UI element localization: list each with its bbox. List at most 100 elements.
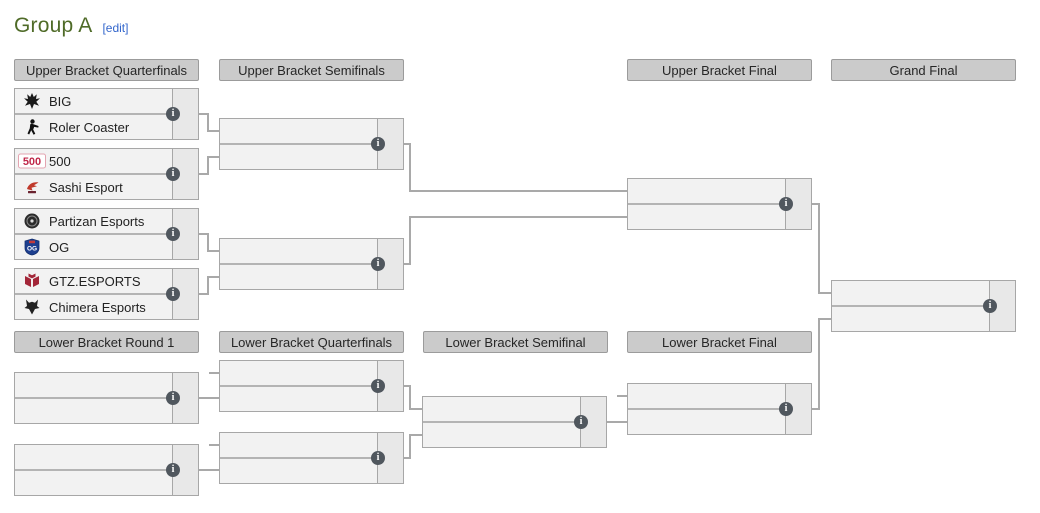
header-lower-bracket-final: Lower Bracket Final <box>627 331 812 353</box>
match-lb-quarterfinal-1: i <box>219 360 404 412</box>
connector-line <box>818 292 831 294</box>
match-info-icon[interactable]: i <box>371 257 385 271</box>
team-slot-partizan-esports[interactable]: Partizan Esports <box>15 209 198 233</box>
match-ub-final: i <box>627 178 812 230</box>
match-info-icon[interactable]: i <box>166 287 180 301</box>
sashi-esport-logo-icon <box>15 177 49 197</box>
header-lower-bracket-quarterfinals: Lower Bracket Quarterfinals <box>219 331 404 353</box>
match-lb-round1-1: i <box>14 372 199 424</box>
match-info-icon[interactable]: i <box>983 299 997 313</box>
divider <box>15 293 198 295</box>
connector-line <box>812 408 820 410</box>
match-ub-semifinal-1: i <box>219 118 404 170</box>
match-info-icon[interactable]: i <box>779 402 793 416</box>
edit-link[interactable]: [edit] <box>102 21 129 35</box>
header-label: Upper Bracket Semifinals <box>238 62 385 78</box>
match-info-icon[interactable]: i <box>574 415 588 429</box>
divider <box>220 143 403 145</box>
connector-line <box>199 173 209 175</box>
divider <box>220 457 403 459</box>
connector-line <box>403 263 411 265</box>
match-ub-semifinal-2: i <box>219 238 404 290</box>
team-name: Sashi Esport <box>49 179 123 195</box>
og-logo-icon: OG <box>15 237 49 257</box>
connector-line <box>207 276 209 295</box>
match-info-icon[interactable]: i <box>371 379 385 393</box>
team-slot-chimera-esports[interactable]: Chimera Esports <box>15 295 198 319</box>
divider <box>15 469 198 471</box>
header-label: Upper Bracket Final <box>662 62 777 78</box>
connector-line <box>403 457 411 459</box>
team-slot-gtz-esports[interactable]: GTZ.ESPORTS <box>15 269 198 293</box>
connector-line <box>207 130 219 132</box>
connector-line <box>199 113 209 115</box>
divider <box>15 397 198 399</box>
match-info-icon[interactable]: i <box>371 137 385 151</box>
connector-line <box>409 216 627 218</box>
svg-text:OG: OG <box>27 246 37 253</box>
match-info-icon[interactable]: i <box>166 167 180 181</box>
connector-line <box>818 203 820 294</box>
team-slot-big[interactable]: BIG <box>15 89 198 113</box>
team-name: 500 <box>49 153 71 169</box>
team-slot-sashi-esport[interactable]: Sashi Esport <box>15 175 198 199</box>
divider <box>15 173 198 175</box>
match-lb-quarterfinal-2: i <box>219 432 404 484</box>
divider <box>15 233 198 235</box>
match-info-icon[interactable]: i <box>166 391 180 405</box>
connector-stub <box>617 395 627 397</box>
connector-line <box>409 434 411 459</box>
header-label: Upper Bracket Quarterfinals <box>25 62 188 78</box>
match-info-icon[interactable]: i <box>779 197 793 211</box>
team-name: BIG <box>49 93 72 109</box>
gtz-esports-logo-icon <box>15 271 49 291</box>
match-grand-final: i <box>831 280 1016 332</box>
match-info-icon[interactable]: i <box>166 107 180 121</box>
connector-line <box>207 233 209 252</box>
team-slot-roler-coaster[interactable]: Roler Coaster <box>15 115 198 139</box>
chimera-esports-logo-icon <box>15 297 49 317</box>
big-logo-icon <box>15 91 49 111</box>
match-info-icon[interactable]: i <box>166 227 180 241</box>
team-name: OG <box>49 239 70 255</box>
header-label: Lower Bracket Round 1 <box>38 334 175 350</box>
match-info-icon[interactable]: i <box>166 463 180 477</box>
connector-line <box>607 421 627 423</box>
connector-line <box>207 156 219 158</box>
match-lb-semifinal: i <box>422 396 607 448</box>
connector-line <box>207 250 219 252</box>
divider <box>628 408 811 410</box>
team-name: Chimera Esports <box>49 299 146 315</box>
team-slot-og[interactable]: OG OG <box>15 235 198 259</box>
match-ub-quarterfinal-4: GTZ.ESPORTS Chimera Esports i <box>14 268 199 320</box>
match-ub-quarterfinal-3: Partizan Esports OG OG i <box>14 208 199 260</box>
page-title: Group A <box>14 14 93 37</box>
connector-line <box>409 190 627 192</box>
connector-line <box>818 318 831 320</box>
connector-line <box>403 143 411 145</box>
svg-text:500: 500 <box>23 156 41 168</box>
match-ub-quarterfinal-2: 500 500 Sashi Esport i <box>14 148 199 200</box>
connector-line <box>199 397 219 399</box>
connector-line <box>199 293 209 295</box>
connector-line <box>409 385 411 410</box>
connector-line <box>409 216 411 265</box>
divider <box>423 421 606 423</box>
500-logo-icon: 500 <box>15 151 49 171</box>
connector-line <box>403 385 411 387</box>
match-ub-quarterfinal-1: BIG Roler Coaster i <box>14 88 199 140</box>
team-slot-500[interactable]: 500 500 <box>15 149 198 173</box>
divider <box>628 203 811 205</box>
match-info-icon[interactable]: i <box>371 451 385 465</box>
header-upper-bracket-semifinals: Upper Bracket Semifinals <box>219 59 404 81</box>
connector-line <box>409 408 423 410</box>
connector-line <box>207 276 219 278</box>
connector-stub <box>209 444 219 446</box>
team-name: Roler Coaster <box>49 119 130 135</box>
header-lower-bracket-round-1: Lower Bracket Round 1 <box>14 331 199 353</box>
connector-line <box>409 143 411 192</box>
connector-stub <box>209 372 219 374</box>
header-label: Grand Final <box>889 62 958 78</box>
divider <box>15 113 198 115</box>
connector-line <box>409 434 423 436</box>
